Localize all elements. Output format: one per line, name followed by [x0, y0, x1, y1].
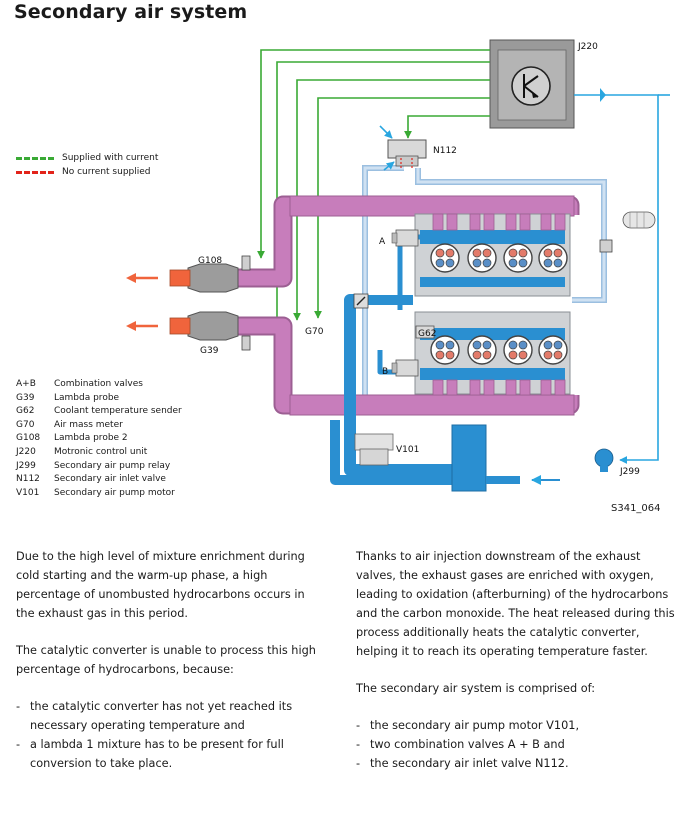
legend-desc: Combination valves: [54, 379, 143, 389]
bullet-item: the secondary air inlet valve N112.: [356, 754, 676, 773]
legend-key: A+B: [16, 379, 36, 389]
bullet-item: a lambda 1 mixture has to be present for…: [16, 735, 326, 773]
catalytic-converter-lower: [169, 311, 239, 341]
label-n112: N112: [433, 146, 457, 156]
bullet-item: the catalytic converter has not yet reac…: [16, 697, 326, 735]
legend-desc: Lambda probe: [54, 392, 120, 403]
label-g108: G108: [198, 256, 222, 266]
v101-pump-motor: [354, 424, 520, 492]
not-supplied-label: No current supplied: [62, 167, 151, 177]
page-title: Secondary air system: [14, 1, 248, 23]
legend-keys: A+B G39 G62 G70 G108 J220 J299 N112 V101: [16, 378, 40, 500]
supplied-label: Supplied with current: [62, 153, 159, 163]
n112-valve: [379, 125, 427, 171]
legend-desc: Lambda probe 2: [54, 433, 128, 444]
legend-key: G108: [16, 433, 41, 444]
catalytic-converter-upper: [169, 263, 239, 293]
current-legend: Supplied with current No current supplie…: [16, 151, 158, 179]
legend-descriptions: Combination valves Lambda probe Coolant …: [54, 378, 182, 500]
intake-filter: [599, 211, 656, 253]
upper-exhaust-ports: [432, 213, 566, 231]
g108-lambda-probe: [241, 255, 251, 271]
paragraph: Thanks to air injection downstream of th…: [356, 550, 675, 658]
legend-desc: Motronic control unit: [54, 446, 148, 457]
bullet-item: two combination valves A + B and: [356, 735, 676, 754]
paragraph: The secondary air system is comprised of…: [356, 682, 596, 695]
legend-key: J299: [16, 460, 36, 471]
bullet-list: the catalytic converter has not yet reac…: [16, 697, 326, 773]
bullet-list: the secondary air pump motor V101, two c…: [356, 716, 676, 773]
legend-desc: Secondary air pump motor: [54, 487, 175, 498]
combination-valve-a: [391, 229, 419, 247]
legend-key: N112: [16, 474, 40, 485]
paragraph: The catalytic converter is unable to pro…: [16, 644, 316, 676]
label-j220: J220: [577, 42, 598, 52]
legend-key: G70: [16, 419, 35, 430]
label-g39: G39: [200, 346, 219, 356]
figure-id: S341_064: [611, 503, 661, 514]
label-g70: G70: [305, 327, 324, 337]
combination-valve-b: [391, 359, 419, 377]
control-unit-j220: [489, 39, 575, 129]
legend-key: G62: [16, 406, 35, 417]
left-text-column: Due to the high level of mixture enrichm…: [16, 547, 326, 773]
signal-wires: [574, 88, 670, 464]
legend-key: J220: [16, 446, 36, 457]
label-b: B: [382, 367, 388, 377]
legend-key: V101: [16, 487, 40, 498]
legend-desc: Secondary air inlet valve: [54, 474, 166, 485]
paragraph: Due to the high level of mixture enrichm…: [16, 550, 305, 620]
upper-cylinders: [430, 243, 568, 273]
bullet-item: the secondary air pump motor V101,: [356, 716, 676, 735]
label-v101: V101: [396, 445, 419, 455]
g39-lambda-probe: [241, 335, 251, 351]
lower-exhaust-ports: [432, 379, 566, 396]
not-supplied-line-sample: [16, 170, 54, 174]
lower-exhaust-manifold: [289, 394, 575, 416]
secondary-air-diagram: J220 N112: [126, 39, 670, 492]
label-a: A: [379, 237, 386, 247]
legend-desc: Coolant temperature sender: [54, 406, 182, 417]
legend-desc: Secondary air pump relay: [54, 460, 171, 471]
label-j299: J299: [619, 467, 640, 477]
upper-exhaust-manifold: [289, 195, 575, 217]
legend-key: G39: [16, 392, 35, 403]
g62-coolant-sender: [415, 325, 435, 339]
lower-cylinders: [430, 335, 568, 365]
label-g62: G62: [418, 329, 436, 339]
supplied-line-sample: [16, 156, 54, 160]
j299-relay: [594, 448, 614, 472]
right-text-column: Thanks to air injection downstream of th…: [356, 547, 676, 773]
legend-desc: Air mass meter: [54, 419, 123, 430]
g70-air-mass-meter: [353, 293, 369, 309]
